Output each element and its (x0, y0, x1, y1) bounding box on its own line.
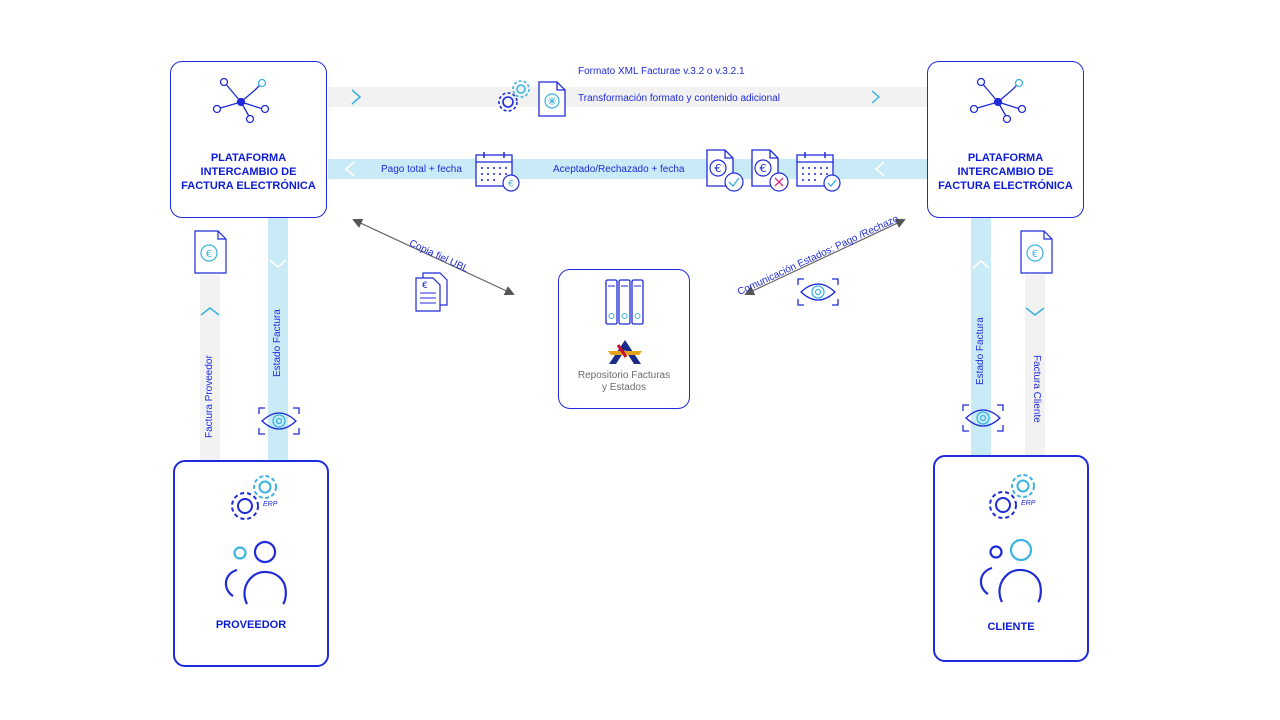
accepted-label: Aceptado/Rechazado + fecha (553, 164, 685, 175)
network-icon (212, 77, 270, 124)
svg-text:€: € (508, 180, 514, 190)
chevron-right-icon (871, 90, 881, 104)
chevron-left-icon (344, 161, 355, 177)
transform-label: Transformación formato y contenido adici… (578, 93, 780, 104)
svg-text:€: € (422, 281, 428, 291)
erp-gear-icon (231, 475, 277, 520)
network-icon (969, 77, 1027, 124)
binder-icon (605, 279, 644, 325)
band-state-right (971, 218, 991, 456)
format-xml-label: Formato XML Facturae v.3.2 o v.3.2.1 (578, 66, 745, 77)
state-right-label: Estado Factura (975, 317, 986, 385)
user-icon (979, 538, 1042, 603)
state-left-label: Estado Factura (272, 309, 283, 377)
band-top-format (328, 87, 928, 107)
client-erp-label: ERP (1021, 500, 1036, 507)
euro-documents-icon: € (415, 272, 448, 312)
user-icon (224, 540, 287, 605)
supplier-box (173, 460, 329, 667)
eye-icon (258, 407, 300, 435)
calendar-euro-icon: € (475, 152, 520, 192)
eye-icon (797, 278, 839, 306)
svg-text:€: € (715, 162, 722, 175)
agency-logo-icon (608, 340, 642, 364)
euro-document-icon: € (1020, 230, 1053, 274)
chevron-down-icon (269, 259, 287, 269)
platform-left (170, 61, 327, 218)
gear-icon (498, 80, 530, 112)
payment-label: Pago total + fecha (381, 164, 462, 175)
client-box (933, 455, 1089, 662)
eye-icon (962, 404, 1004, 432)
euro-document-accepted-icon: € (706, 149, 744, 192)
chevron-up-icon (200, 306, 220, 316)
svg-text:€: € (1032, 249, 1038, 260)
document-icon (538, 81, 566, 117)
supplier-label: PROVEEDOR (215, 619, 287, 631)
band-invoice-client (1025, 275, 1045, 456)
invoice-supplier-label: Factura Proveedor (204, 355, 215, 438)
euro-document-icon: € (194, 230, 227, 274)
band-state-left (268, 218, 288, 462)
svg-text:€: € (760, 162, 767, 175)
supplier-erp-label: ERP (263, 501, 278, 508)
platform-right (927, 61, 1084, 218)
chevron-right-icon (351, 89, 362, 105)
chevron-down-icon (1025, 307, 1045, 317)
chevron-left-icon (874, 161, 885, 177)
chevron-up-icon (972, 259, 990, 269)
euro-document-rejected-icon: € (751, 149, 789, 192)
calendar-check-icon (796, 152, 841, 192)
client-label: CLIENTE (987, 621, 1035, 633)
band-invoice-supplier (200, 275, 220, 462)
svg-text:€: € (206, 249, 212, 260)
invoice-client-label: Factura Cliente (1031, 355, 1042, 423)
erp-gear-icon (989, 474, 1035, 519)
